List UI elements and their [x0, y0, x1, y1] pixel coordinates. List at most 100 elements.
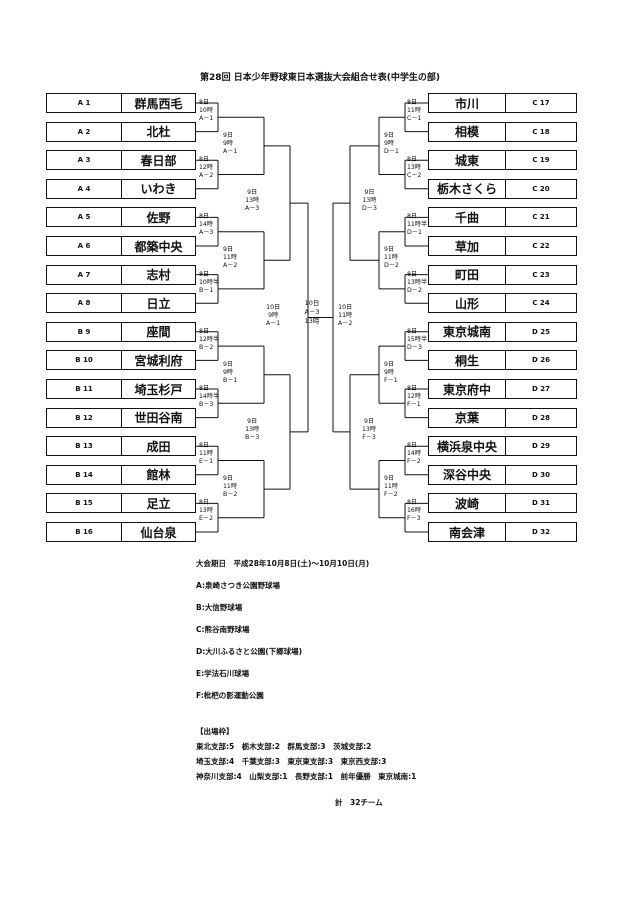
right-team-9: 東京城南 D 25 [428, 321, 577, 342]
match-venue: A－1 [199, 115, 214, 122]
total-teams: 計 32チーム [335, 798, 383, 807]
match-venue: C－1 [407, 115, 422, 122]
team-name: 草加 [454, 239, 479, 254]
team-name: 日立 [146, 296, 171, 311]
match-venue: B－2 [199, 343, 214, 351]
team-name: 都築中央 [134, 239, 183, 254]
match-time: 11時 [384, 483, 399, 491]
team-name: 山形 [454, 296, 479, 311]
match-time: 13時 [199, 507, 214, 515]
match-date: 8日 [199, 499, 210, 507]
team-code: D 32 [505, 523, 576, 541]
team-code: B 11 [47, 380, 122, 398]
venue-item: C:熊谷南野球場 [196, 625, 250, 634]
match-venue: B－1 [199, 286, 214, 294]
match-time: 9時 [268, 311, 279, 319]
match-time: 11時 [199, 450, 214, 458]
team-code: C 23 [505, 265, 576, 284]
match-venue: A－2 [223, 262, 238, 270]
team-name: 深谷中央 [442, 468, 491, 483]
team-name: 館林 [146, 468, 171, 483]
match-date: 8日 [407, 327, 418, 335]
match-time: 13時 [362, 197, 377, 205]
team-code: C 17 [505, 94, 576, 112]
match-date: 9日 [384, 131, 395, 139]
match-time: 11時 [338, 311, 353, 319]
match-time: 11時 [384, 254, 399, 262]
match-time: 15時半 [407, 335, 428, 343]
match-date: 8日 [407, 99, 418, 106]
venue-item: F:枇杷の影運動公園 [196, 691, 264, 700]
team-code: C 18 [505, 122, 576, 141]
match-venue: B－3 [199, 401, 214, 408]
match-venue: A－2 [199, 172, 214, 180]
final-match: 10日 A－3 13時 [291, 299, 333, 326]
match-venue: B－3 [245, 433, 260, 441]
match-venue: F－1 [384, 376, 398, 384]
team-code: D 29 [505, 437, 576, 456]
match-venue: A－1 [266, 319, 281, 327]
match-time: 14時半 [199, 393, 220, 400]
team-code: D 25 [505, 322, 576, 341]
match-time: 12時 [407, 393, 422, 400]
match-venue: D－3 [362, 205, 377, 213]
match-time: 9時 [223, 368, 234, 376]
team-name: 横浜泉中央 [436, 439, 497, 454]
team-name: いわき [140, 182, 177, 197]
match-time: 9時 [384, 368, 395, 376]
final-venue: A－3 [304, 308, 320, 316]
match-time: 13時 [245, 197, 260, 205]
team-code: B 15 [47, 494, 122, 513]
right-team-13: 横浜泉中央 D 29 [428, 436, 577, 457]
team-code: D 31 [505, 494, 576, 513]
match-venue: F－3 [362, 433, 376, 441]
team-code: A 7 [47, 265, 122, 284]
team-code: A 4 [47, 179, 122, 198]
match-date: 8日 [407, 499, 418, 507]
match-date: 8日 [407, 442, 418, 450]
match-date: 9日 [384, 475, 395, 483]
team-name: 栃木さくら [436, 182, 497, 197]
team-name: 世田谷南 [134, 411, 183, 426]
match-date: 8日 [199, 442, 210, 450]
team-name: 群馬西毛 [134, 96, 183, 111]
team-code: B 16 [47, 523, 122, 541]
match-time: 14時 [407, 450, 422, 458]
match-time: 14時 [199, 221, 214, 229]
match-date: 9日 [384, 360, 395, 368]
match-venue: E－2 [199, 515, 214, 523]
match-venue: D－2 [407, 286, 422, 294]
match-venue: B－2 [223, 491, 238, 499]
match-date: 8日 [407, 156, 418, 164]
match-venue: D－1 [384, 147, 399, 155]
match-time: 11時半 [407, 221, 428, 229]
match-time: 11時 [223, 254, 238, 262]
team-name: 東京府中 [442, 382, 491, 397]
match-date: 8日 [199, 385, 210, 392]
team-name: 座間 [146, 325, 171, 340]
team-name: 東京城南 [442, 325, 491, 340]
match-date: 9日 [363, 417, 375, 425]
venue-item: D:大川ふるさと公園(下郷球場) [196, 647, 303, 656]
